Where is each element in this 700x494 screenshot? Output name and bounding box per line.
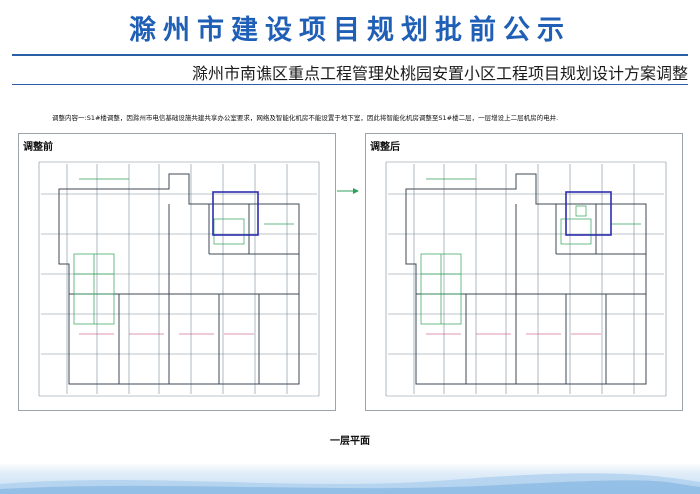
floor-plan-after [385,161,667,397]
before-label: 调整前 [23,142,53,153]
plan-after-panel: 调整后 [365,133,683,411]
after-label: 调整后 [370,142,400,153]
footer-wave [0,473,700,494]
subtitle-divider [12,84,688,85]
right-arrow-icon [337,188,359,194]
page-subtitle: 滁州市南谯区重点工程管理处桃园安置小区工程项目规划设计方案调整 [191,64,688,83]
plan-before-panel: 调整前 [18,133,336,411]
adjustment-description: 调整内容一:S1#楼调整，因滁州市电信基础设施共建共享办公室要求，网络及智能化机… [52,114,559,122]
highlight-box-before [212,191,259,236]
title-divider [12,54,688,56]
page-title: 滁州市建设项目规划批前公示 [129,15,571,46]
header: 滁州市建设项目规划批前公示 滁州市南谯区重点工程管理处桃园安置小区工程项目规划设… [0,0,700,92]
floor-plan-before [38,161,320,397]
floor-plan-caption: 一层平面 [330,436,370,447]
highlight-box-after [565,191,612,236]
